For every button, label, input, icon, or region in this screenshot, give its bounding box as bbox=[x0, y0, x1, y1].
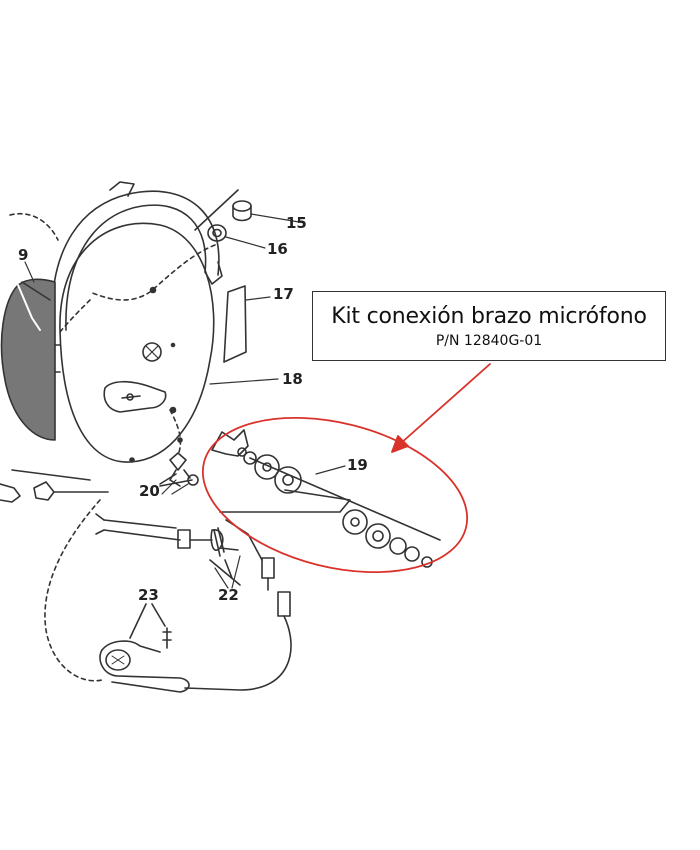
part-20-screws bbox=[159, 452, 199, 487]
small-connector bbox=[0, 469, 109, 503]
label-9: 9 bbox=[18, 246, 29, 264]
ear-cushion bbox=[0, 278, 56, 441]
label-22: 22 bbox=[218, 586, 239, 604]
kit-part-number: P/N 12840G-01 bbox=[435, 333, 543, 349]
label-18: 18 bbox=[282, 370, 303, 388]
headband bbox=[50, 181, 223, 331]
ear-cup-shell bbox=[53, 222, 215, 463]
part-22-cable bbox=[95, 513, 275, 591]
label-17: 17 bbox=[273, 285, 294, 303]
kit-title: Kit conexión brazo micrófono bbox=[331, 304, 647, 329]
part-23-mic bbox=[99, 591, 292, 693]
label-16: 16 bbox=[267, 240, 288, 258]
kit-highlight bbox=[201, 363, 491, 574]
label-23: 23 bbox=[138, 586, 159, 604]
kit-callout-box: Kit conexión brazo micrófono P/N 12840G-… bbox=[312, 291, 666, 361]
label-19: 19 bbox=[347, 456, 368, 474]
part-15-cap bbox=[232, 200, 306, 224]
part-17-pad bbox=[223, 285, 271, 363]
label-20: 20 bbox=[139, 482, 160, 500]
internal-cable bbox=[9, 213, 216, 682]
part-19-kit bbox=[211, 429, 441, 568]
part-16-grommet bbox=[207, 224, 266, 249]
label-15: 15 bbox=[286, 214, 307, 232]
